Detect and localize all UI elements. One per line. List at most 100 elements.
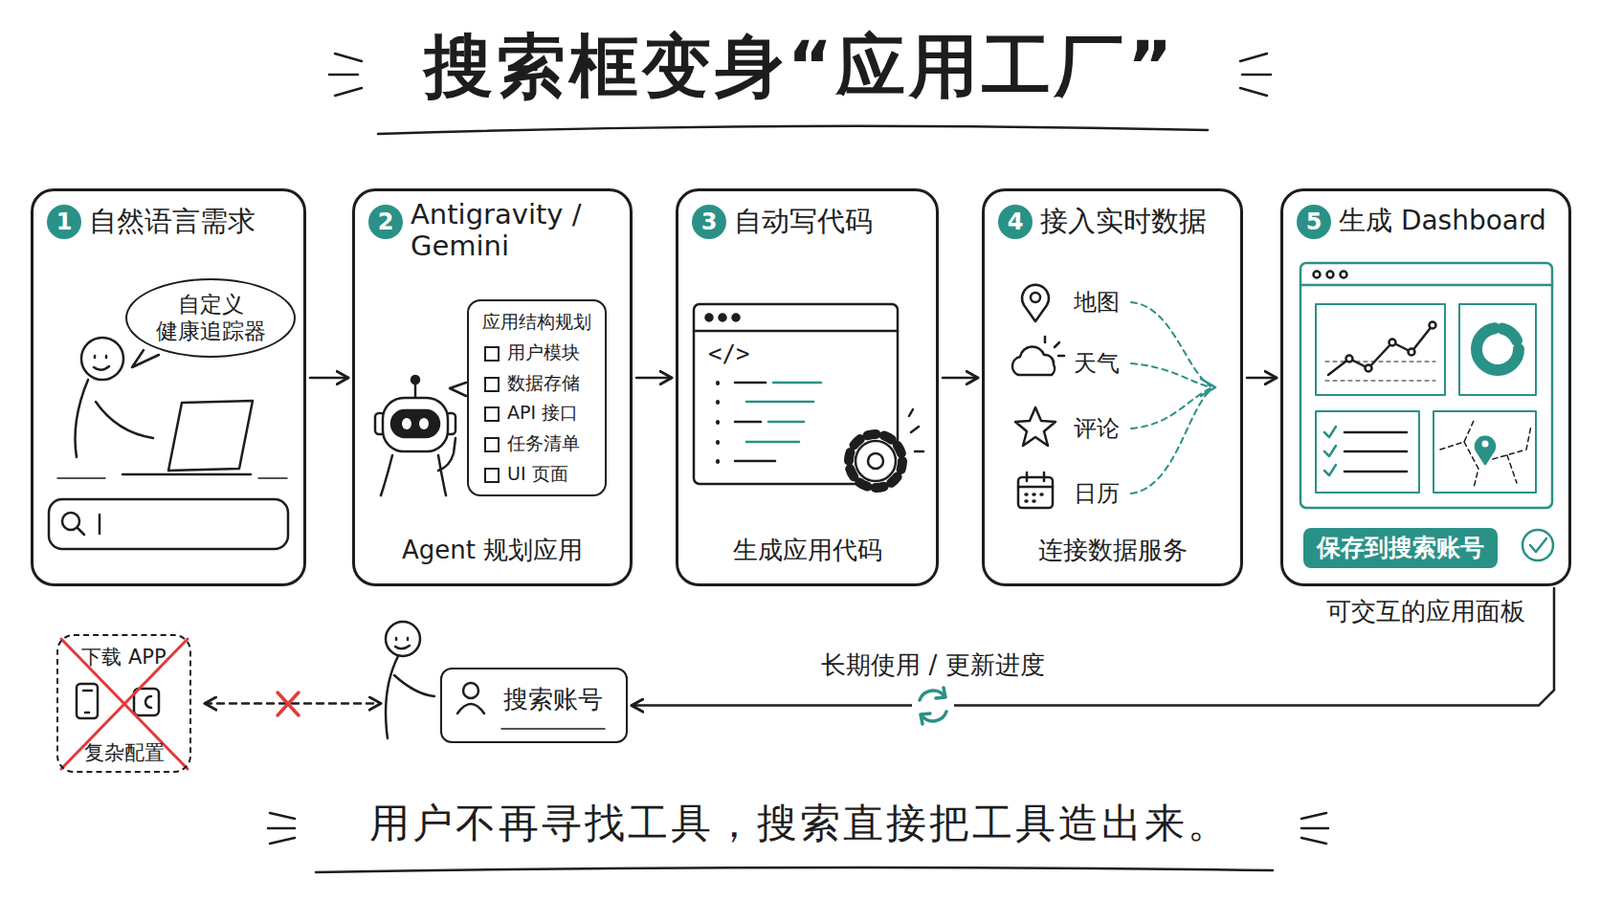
data-icons	[1018, 477, 1053, 509]
robot-agent	[419, 418, 429, 430]
gear-icon	[867, 453, 884, 469]
step-panel: 3自动写代码生成应用代码	[675, 188, 939, 587]
panel-note: 可交互的应用面板	[1283, 597, 1569, 627]
check-icon	[1530, 538, 1547, 553]
robot-agent	[380, 455, 446, 496]
data-icons	[1022, 285, 1049, 322]
refresh-icon	[911, 685, 955, 728]
data-flow-lines	[1131, 363, 1211, 388]
dashboard-window	[1315, 411, 1420, 493]
dashboard-window	[1328, 325, 1433, 376]
account-text: 搜索账号	[503, 685, 603, 715]
user-figure	[57, 337, 288, 479]
dashboard-window	[1344, 432, 1407, 472]
gear-icon	[848, 409, 924, 489]
dashboard-window	[1313, 271, 1321, 279]
panel-caption: 生成应用代码	[678, 535, 936, 566]
step-heading: 接入实时数据	[1040, 204, 1207, 239]
data-source-label: 日历	[1073, 480, 1120, 509]
crossed-icons	[76, 684, 98, 719]
dashboard-window	[1324, 426, 1336, 476]
user-figure	[168, 400, 253, 471]
step-panel: 5生成 Dashboard可交互的应用面板保存到搜索账号	[1280, 188, 1572, 587]
step-number: 2	[368, 204, 403, 240]
title-decoration	[1240, 53, 1271, 96]
robot-agent	[401, 418, 412, 430]
step-heading: 自动写代码	[733, 204, 873, 239]
title-decoration	[267, 53, 1329, 873]
dashboard-window	[1482, 441, 1489, 448]
title-decoration	[267, 813, 295, 845]
step-panel: 2Antigravity / GeminiAgent 规划应用应用结构规划用户模…	[352, 188, 633, 587]
account-user	[385, 622, 421, 657]
plan-item: 数据存储	[482, 372, 592, 395]
rejected-text: 复杂配置	[58, 741, 190, 766]
gear-icon	[909, 409, 924, 452]
refresh-icon	[920, 688, 946, 725]
code-window	[693, 330, 898, 334]
code-window	[693, 304, 898, 485]
user-figure	[81, 337, 124, 380]
search-bar	[48, 499, 289, 550]
code-window	[733, 314, 740, 322]
dashboard-window	[1300, 263, 1553, 509]
dashboard-window	[1300, 263, 1553, 509]
account-user	[501, 728, 605, 731]
dashboard-window	[1459, 304, 1536, 396]
data-source-label: 地图	[1073, 288, 1120, 317]
dashboard-window	[1429, 322, 1437, 330]
title-decoration	[329, 53, 362, 96]
code-window	[746, 382, 822, 443]
data-flow-lines	[1131, 390, 1211, 494]
bubble-text: 自定义 健康追踪器	[144, 291, 277, 345]
step-panel: 4接入实时数据地图天气评论日历连接数据服务	[981, 188, 1244, 587]
plan-item: 任务清单	[482, 432, 592, 455]
plan-bubble: 应用结构规划用户模块数据存储API 接口任务清单UI 页面	[466, 299, 607, 497]
data-icons	[1030, 292, 1041, 303]
user-figure	[57, 477, 288, 480]
dashboard-window	[1327, 271, 1334, 279]
robot-agent	[411, 376, 420, 384]
step-panel: 1自然语言需求自定义 健康追踪器	[30, 188, 307, 587]
data-icons	[1018, 472, 1053, 488]
step-number: 3	[691, 204, 727, 240]
data-source-label: 天气	[1073, 350, 1120, 378]
dashboard-window	[1408, 349, 1416, 356]
connector-arrow	[204, 702, 381, 706]
reject-mark	[277, 692, 299, 716]
user-figure	[132, 350, 159, 368]
check-icon	[1522, 530, 1554, 561]
robot-agent	[414, 384, 418, 399]
rejected-box: 下载 APP 复杂配置	[56, 634, 192, 774]
account-user	[385, 656, 399, 739]
title-decoration	[315, 867, 1273, 873]
dashboard-window	[1475, 437, 1495, 465]
data-flow-lines	[1131, 302, 1216, 494]
account-user	[463, 683, 479, 699]
plan-item: API 接口	[482, 401, 592, 424]
diagram-caption: 用户不再寻找工具，搜索直接把工具造出来。	[0, 800, 1600, 848]
data-icons	[1012, 346, 1055, 376]
data-icons	[1044, 336, 1065, 356]
gear-icon	[855, 441, 896, 482]
user-figure	[75, 379, 89, 458]
data-icons	[1015, 407, 1056, 446]
dashboard-window	[1365, 365, 1373, 373]
panel-caption: 连接数据服务	[984, 535, 1241, 566]
data-flow-lines	[1200, 378, 1216, 397]
title-decoration	[377, 126, 1208, 134]
title-decoration	[1301, 813, 1329, 845]
user-figure	[95, 401, 154, 439]
rejected-text: 下载 APP	[58, 645, 190, 670]
diagram-title: 搜索框变身“应用工厂”	[0, 24, 1600, 108]
robot-agent	[391, 410, 440, 438]
connector-label: 长期使用 / 更新进度	[815, 650, 1050, 681]
data-icons	[1012, 285, 1065, 509]
code-window	[715, 382, 720, 463]
panel-caption: Agent 规划应用	[355, 535, 630, 566]
dashboard-window	[1476, 328, 1519, 371]
code-symbol: </>	[708, 340, 750, 369]
robot-agent	[438, 438, 456, 471]
